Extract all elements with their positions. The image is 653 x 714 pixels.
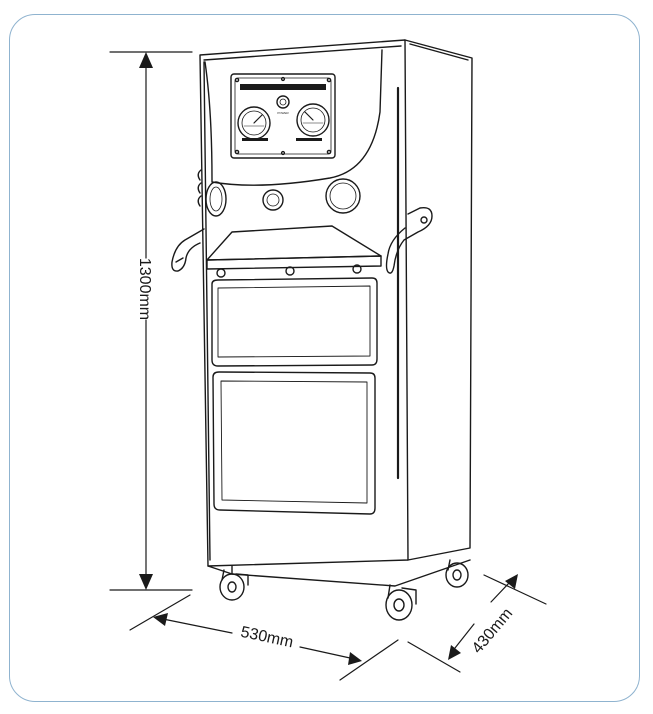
width-arrow-right [348, 652, 362, 665]
height-dimension [109, 51, 193, 591]
width-label: 530mm [239, 624, 295, 652]
depth-dimension [407, 574, 547, 673]
lower-door[interactable] [212, 371, 376, 515]
caster-front-right [385, 584, 417, 621]
caster-rear-right [445, 559, 469, 588]
front-ports [205, 178, 361, 217]
caster-front-left [219, 569, 249, 601]
right-pressure-gauge [296, 103, 330, 137]
cabinet-base [207, 559, 471, 587]
width-dimension [129, 594, 399, 681]
upper-door[interactable] [211, 277, 378, 367]
height-arrow-top [139, 52, 153, 68]
side-knobs [197, 169, 202, 207]
upper-control-section [204, 49, 383, 186]
depth-arrow-left [448, 645, 461, 660]
left-handle[interactable] [171, 228, 205, 272]
height-arrow-bottom [139, 574, 153, 590]
height-label: 1300mm [136, 258, 153, 320]
diagram-frame [9, 14, 640, 702]
left-pressure-gauge [237, 106, 271, 140]
depth-arrow-right [505, 574, 518, 589]
power-label: POWER [277, 111, 289, 115]
width-arrow-left [153, 613, 168, 626]
cabinet-body [199, 39, 473, 567]
right-handle[interactable] [385, 206, 433, 274]
power-button[interactable] [276, 95, 290, 109]
drawer-hood [206, 225, 382, 278]
depth-label: 430mm [469, 605, 516, 657]
